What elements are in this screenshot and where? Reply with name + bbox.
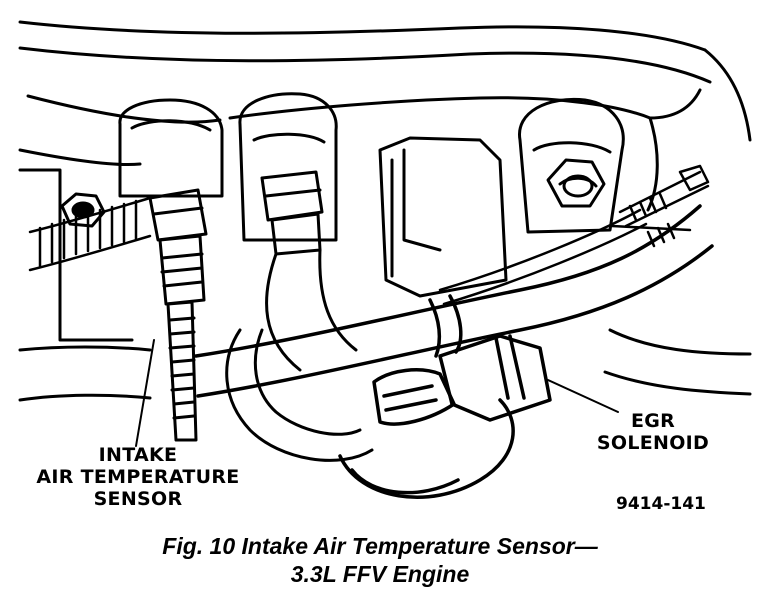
egr-leader-line [547, 379, 619, 413]
intake-air-temperature-sensor-label: INTAKE AIR TEMPERATURE SENSOR [18, 444, 258, 510]
right-mounting-nut [546, 158, 606, 208]
egr-label-line2: SOLENOID [596, 432, 710, 454]
left-mounting-bolt [60, 192, 106, 228]
braided-lines [438, 164, 710, 306]
leader-lines [135, 339, 619, 447]
runner-boss-center [238, 92, 338, 242]
caption-line2: 3.3L FFV Engine [290, 561, 470, 587]
egr-label-line1: EGR [630, 410, 676, 432]
egr-solenoid [338, 334, 552, 499]
intake-manifold-outline [18, 20, 752, 402]
iat-label-line1: INTAKE [98, 444, 178, 466]
iat-leader-line [135, 339, 155, 447]
egr-solenoid-label: EGR SOLENOID [578, 410, 728, 454]
bypass-hose [225, 248, 374, 462]
runner-boss-left [118, 98, 224, 198]
iat-label-line2: AIR TEMPERATURE [36, 466, 240, 488]
egr-tube [194, 204, 714, 398]
caption-line1: Fig. 10 Intake Air Temperature Sensor— [162, 533, 598, 559]
center-fitting [260, 170, 324, 256]
figure-caption: Fig. 10 Intake Air Temperature Sensor— 3… [60, 532, 700, 588]
intake-air-temperature-sensor [148, 188, 208, 442]
runner-boss-right [518, 97, 625, 234]
iat-label-line3: SENSOR [93, 488, 183, 510]
center-plenum-block [378, 136, 508, 298]
figure-number: 9414-141 [616, 494, 706, 514]
